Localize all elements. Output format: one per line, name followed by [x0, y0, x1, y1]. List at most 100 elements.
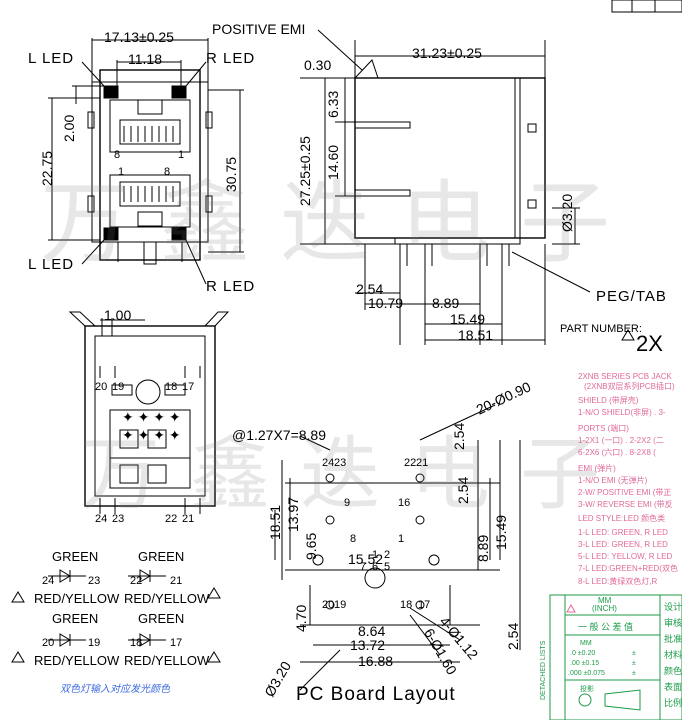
table-row: .0 ±0.20	[570, 650, 596, 657]
dim-15-49: 15.49	[493, 514, 509, 550]
dim-18-51-side: 18.51	[458, 327, 494, 343]
legend-1-right: 23	[88, 575, 101, 587]
legend-4-right: 17	[170, 637, 183, 649]
dim-13-72: 13.72	[350, 637, 386, 653]
table-row: .000 ±0.075	[568, 670, 605, 677]
part-number-label: PART NUMBER:	[560, 323, 642, 335]
spec-line: 3-L LED: GREEN, R LED	[578, 540, 668, 549]
front-view	[48, 38, 244, 285]
pcb-pin-n5: 5	[384, 561, 391, 573]
table-right-col: 表面	[664, 682, 682, 692]
dim-1-00: 1.00	[104, 307, 132, 323]
dim-2-54-a: 2.54	[451, 422, 467, 450]
spec-line: 6-2X6 (六口) . 8-2X8 (	[578, 448, 656, 457]
legend-2-left: 22	[130, 575, 143, 587]
table-header-inch: (INCH)	[592, 604, 617, 613]
pcb-pin-8: 8	[350, 533, 357, 545]
pin-1-top: 1	[178, 149, 185, 161]
spec-line: 3-W/ REVERSE EMI (带反	[578, 500, 673, 509]
svg-text:✦ ✦ ✦ ✦: ✦ ✦ ✦ ✦	[122, 427, 181, 443]
r-led-top-label: R LED	[206, 50, 256, 67]
dim-2-00: 2.00	[61, 114, 77, 142]
legend-3-left: 20	[42, 637, 55, 649]
pcb-pin-n1: 1	[372, 549, 379, 561]
table-header-mm: MM	[598, 596, 612, 605]
dim-17-13: 17.13±0.25	[104, 29, 174, 45]
dim-8-89: 8.89	[475, 534, 491, 562]
dim-27-25: 27.25±0.25	[297, 136, 313, 206]
pcb-pin-22: 22	[404, 457, 417, 469]
pcb-pin-n7: 7	[360, 561, 367, 573]
pin-19: 19	[112, 381, 125, 393]
l-led-bottom-label: L LED	[28, 256, 75, 273]
legend-3-bottom: RED/YELLOW	[34, 653, 120, 668]
legend-2-top: GREEN	[138, 549, 185, 564]
table-right-col: 颜色	[664, 666, 682, 676]
pcb-pin-9: 9	[344, 497, 351, 509]
spec-line: 5-L LED: YELLOW, R LED	[578, 552, 673, 561]
legend-4-bottom: RED/YELLOW	[124, 653, 210, 668]
spec-line: SHIELD (带屏壳)	[578, 396, 639, 405]
legend-1-bottom: RED/YELLOW	[34, 591, 120, 606]
dim-3-20-tol: Ø3.20	[559, 193, 575, 232]
pin-18: 18	[165, 381, 178, 393]
dim-15-52: 15.52	[348, 551, 384, 567]
pcb-pin-18: 18	[400, 599, 413, 611]
spec-line: PORTS (端口)	[578, 424, 629, 433]
pcb-pin-17: 17	[418, 599, 431, 611]
table-header-tol: 一 般 公 差 值	[578, 622, 634, 632]
legend-2-right: 21	[170, 575, 183, 587]
table-right-col: 比例	[664, 698, 682, 708]
dim-6-33: 6.33	[325, 90, 341, 118]
pin-17: 17	[182, 381, 195, 393]
dim-0-30: 0.30	[304, 57, 332, 73]
led-legend-symbols	[48, 569, 166, 647]
dim-11-18: 11.18	[128, 51, 162, 67]
watermark-top: 万鑫迭电子	[40, 171, 640, 276]
peg-tab-label: PEG/TAB	[596, 288, 667, 305]
spec-line: 8-L LED:黄绿双色灯,R	[578, 577, 658, 586]
pin-8-bottom: 8	[164, 166, 171, 178]
dim-22-75: 22.75	[39, 150, 55, 186]
title-block-corner	[611, 0, 682, 13]
triangle-markers	[11, 329, 635, 663]
back-view-pin-dots: ✦ ✦ ✦ ✦ ✦ ✦ ✦ ✦	[122, 409, 181, 443]
legend-1-top: GREEN	[52, 549, 99, 564]
pcb-layout-title: PC Board Layout	[296, 684, 456, 705]
pin-1-bottom: 1	[118, 166, 125, 178]
pcb-pin-n2: 2	[384, 549, 391, 561]
dim-18-51: 18.51	[267, 504, 283, 540]
pcb-pin-19: 19	[334, 599, 347, 611]
spec-line: 1-N/O SHIELD(非屏) . 3-	[578, 408, 666, 417]
legend-4-left: 18	[130, 637, 143, 649]
dim-2-54-c: 2.54	[505, 622, 521, 650]
pin-23: 23	[112, 513, 125, 525]
spec-line: 1-2X1 (一口) . 2-2X2 (二	[578, 436, 664, 445]
back-view	[68, 311, 230, 514]
svg-text:✦ ✦ ✦ ✦: ✦ ✦ ✦ ✦	[122, 409, 181, 425]
dim-14-60: 14.60	[325, 144, 341, 180]
pcb-layout	[274, 404, 521, 691]
legend-2-bottom: RED/YELLOW	[124, 591, 210, 606]
table-row: MM	[580, 640, 592, 647]
positive-emi-label: POSITIVE EMI	[212, 21, 306, 37]
dim-8-89-side: 8.89	[432, 295, 460, 311]
spec-line: 2XNB SERIES PCB JACK	[578, 372, 672, 381]
spec-line: 1-N/O EMI (无弹片)	[578, 476, 648, 485]
spec-line: 2-W/ POSITIVE EMI (带正	[578, 488, 672, 497]
dim-31-23: 31.23±0.25	[412, 45, 482, 61]
pcb-pin-24: 24	[322, 457, 335, 469]
dim-9-65: 9.65	[303, 532, 319, 560]
legend-3-top: GREEN	[52, 611, 99, 626]
table-right-col: 设计	[664, 602, 682, 612]
spec-line: EMI (弹片)	[578, 464, 616, 473]
pin-20: 20	[95, 381, 108, 393]
dim-pitch: @1.27X7=8.89	[232, 427, 327, 443]
pcb-pin-20: 20	[322, 599, 335, 611]
pin-22: 22	[165, 513, 178, 525]
legend-3-right: 19	[88, 637, 101, 649]
dim-15-49-side: 15.49	[450, 311, 486, 327]
spec-line: (2XNB双层系列PCB插口)	[584, 382, 675, 391]
